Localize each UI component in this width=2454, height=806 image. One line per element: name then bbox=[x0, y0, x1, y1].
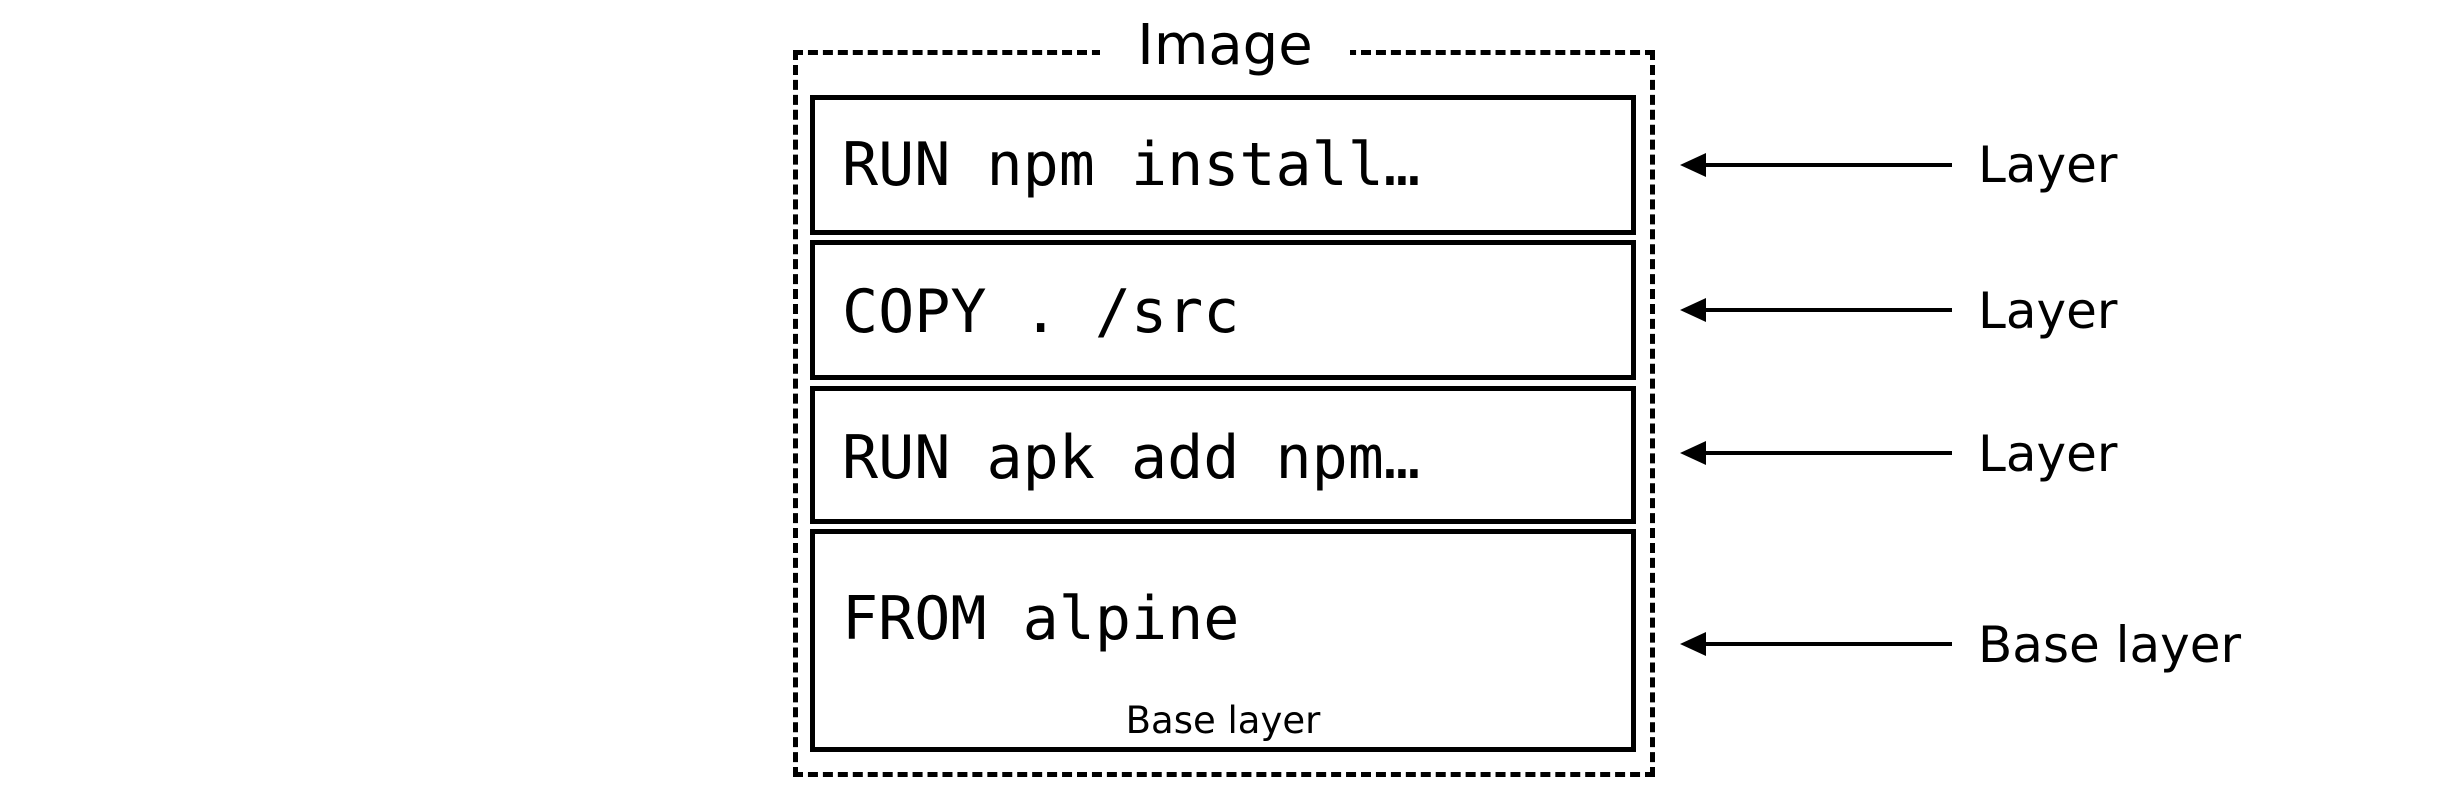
arrow-left-icon bbox=[1680, 441, 1952, 465]
arrow-left-icon bbox=[1680, 632, 1952, 656]
base-layer-caption: Base layer bbox=[1125, 699, 1321, 742]
layer-box-from-alpine: FROM alpine Base layer bbox=[810, 529, 1636, 752]
layer-box-copy-src: COPY . /src bbox=[810, 240, 1636, 380]
layer-command: RUN npm install… bbox=[842, 130, 1420, 200]
layer-command: COPY . /src bbox=[842, 277, 1240, 347]
layer-command: FROM alpine bbox=[842, 584, 1240, 654]
side-label-layer: Layer bbox=[1978, 282, 2118, 340]
layer-command: RUN apk add npm… bbox=[842, 423, 1420, 493]
arrow-left-icon bbox=[1680, 298, 1952, 322]
layer-box-run-apk-add-npm: RUN apk add npm… bbox=[810, 386, 1636, 524]
side-label-layer: Layer bbox=[1978, 425, 2118, 483]
arrow-left-icon bbox=[1680, 153, 1952, 177]
side-label-layer: Layer bbox=[1978, 136, 2118, 194]
image-title: Image bbox=[1100, 6, 1350, 86]
layer-box-run-npm-install: RUN npm install… bbox=[810, 95, 1636, 235]
side-label-base-layer: Base layer bbox=[1978, 616, 2242, 674]
